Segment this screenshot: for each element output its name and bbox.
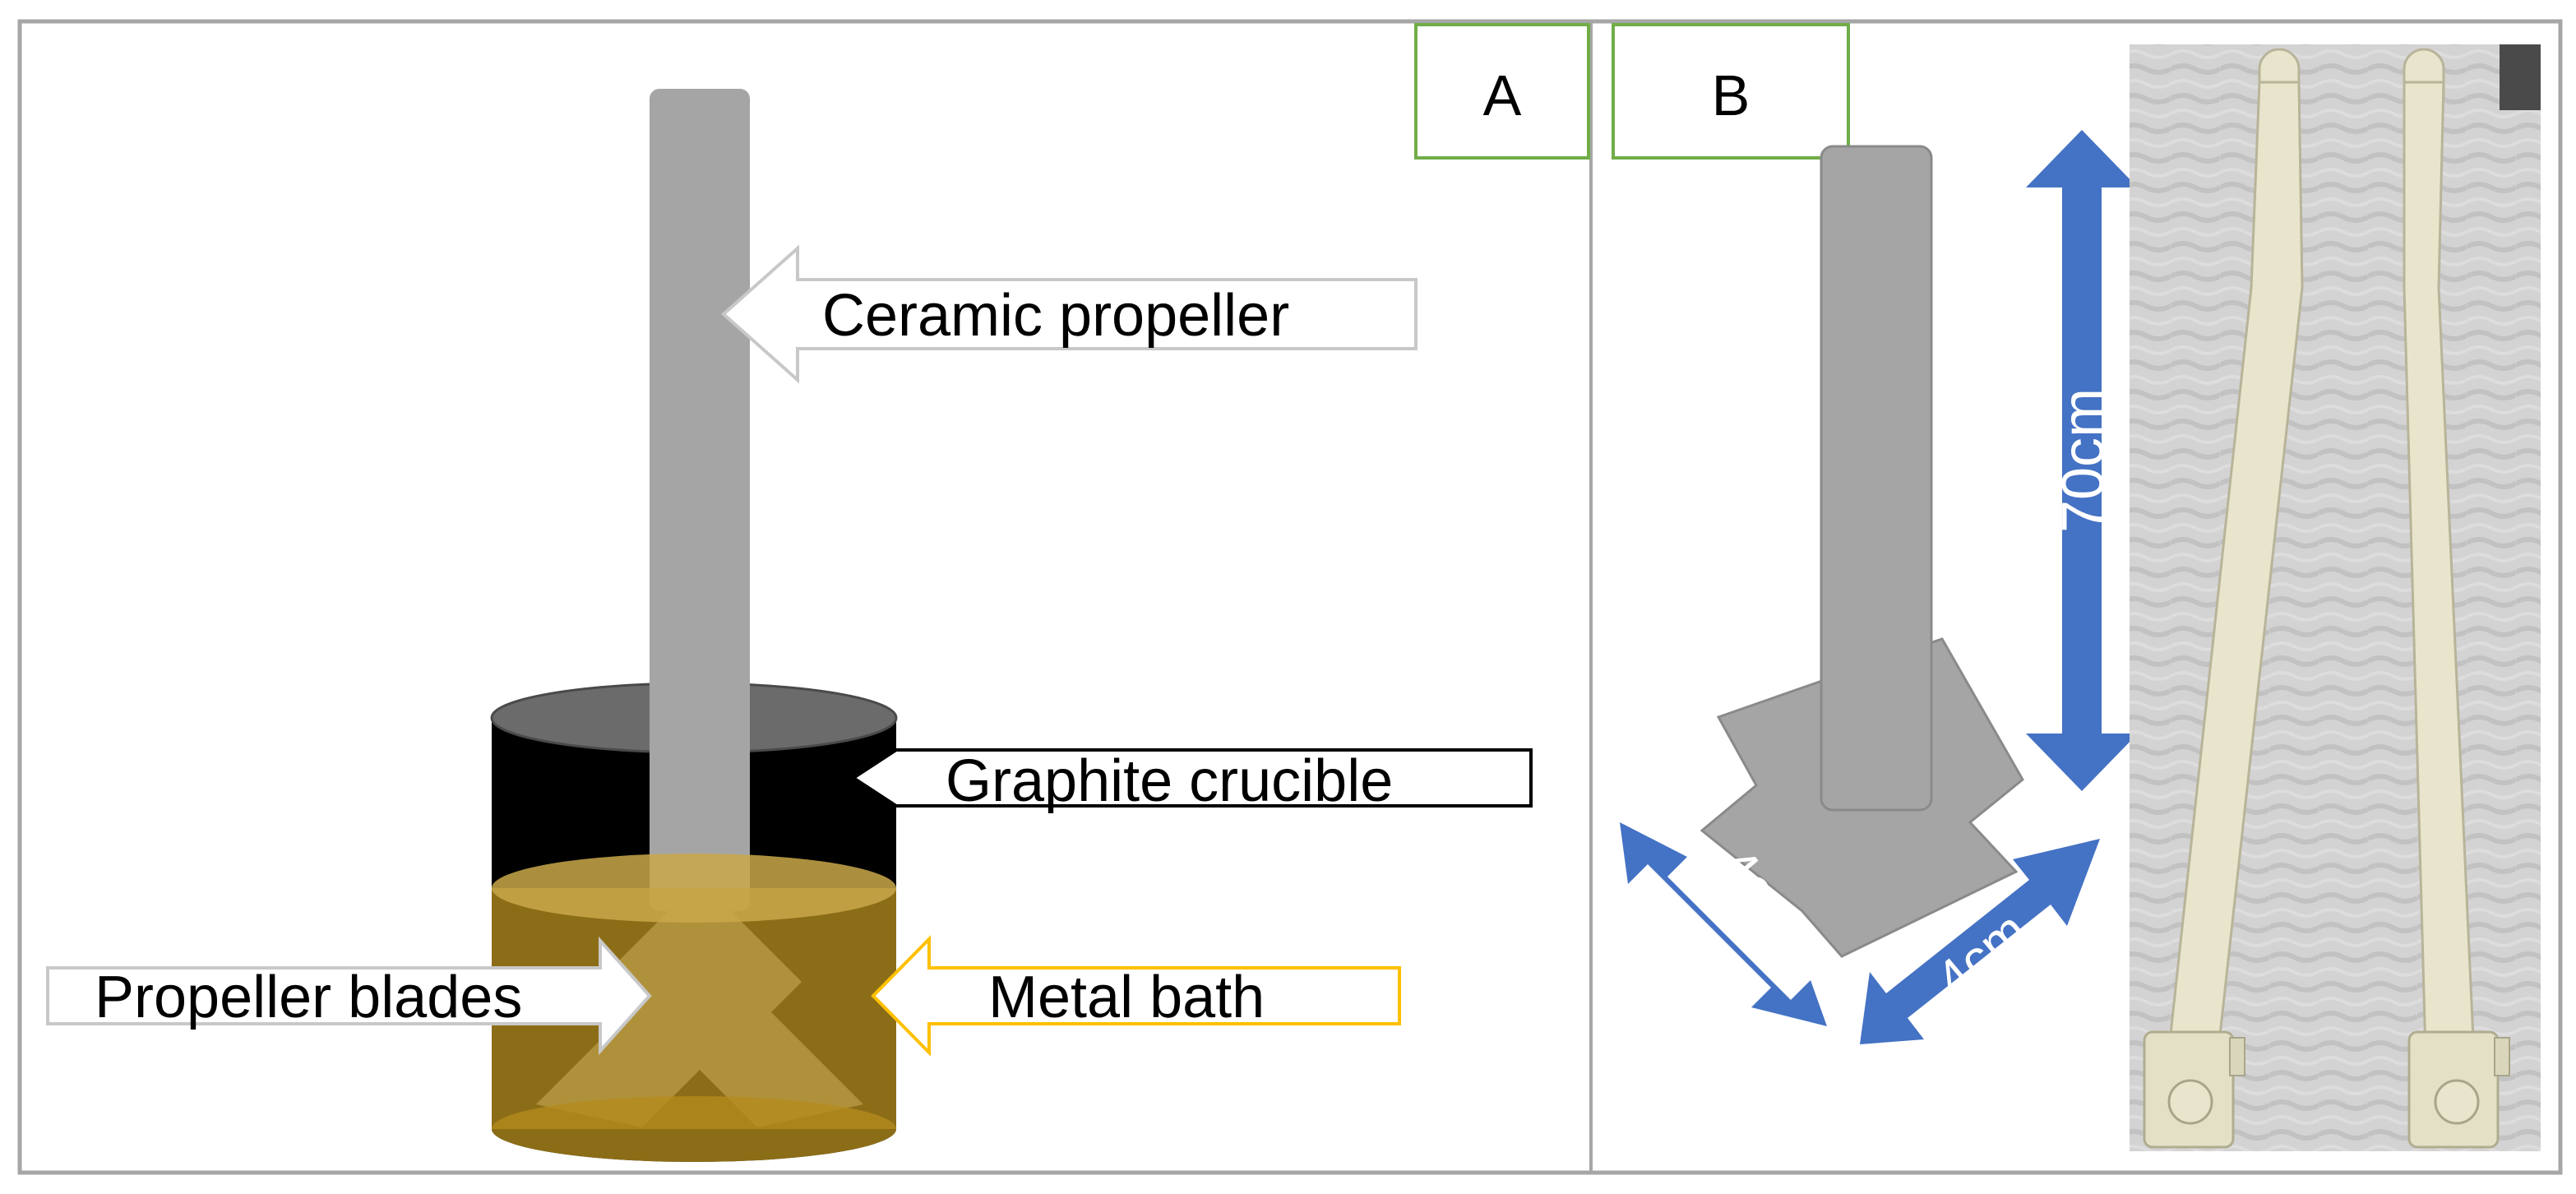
graphite-crucible-label: Graphite crucible [946, 748, 1393, 814]
blade-right-arrow [1860, 839, 2100, 1044]
graphite-crucible-callout: Graphite crucible [850, 748, 1533, 814]
metal-bath-callout: Metal bath [871, 935, 1401, 1057]
shaft-length-dimension: 70cm [2026, 130, 2138, 791]
panel-b-label-box [1612, 23, 1850, 160]
ceramic-propeller-label: Ceramic propeller [822, 283, 1289, 349]
photo-propeller-right [2403, 48, 2510, 1149]
shaft-length-label: 70cm [2051, 388, 2116, 533]
panel-a-label: A [1483, 63, 1522, 127]
panel-a: A Ceramic propeller Graphite crucible [46, 23, 1590, 1162]
propeller-photo [2130, 44, 2541, 1151]
ceramic-propeller-shaft [650, 89, 750, 911]
propeller-blades-label: Propeller blades [95, 965, 522, 1030]
propeller-shaft-schematic [1820, 145, 1933, 812]
shaft-length-arrow [2026, 130, 2138, 791]
propeller-blades-callout: Propeller blades [46, 936, 652, 1056]
panel-a-label-box [1414, 23, 1590, 160]
metal-bath-label: Metal bath [988, 965, 1265, 1030]
blade-left-arrow [1620, 822, 1827, 1026]
photo-propeller-left [2143, 48, 2304, 1149]
ceramic-propeller-callout: Ceramic propeller [720, 244, 1417, 384]
panel-b-label: B [1712, 63, 1750, 127]
